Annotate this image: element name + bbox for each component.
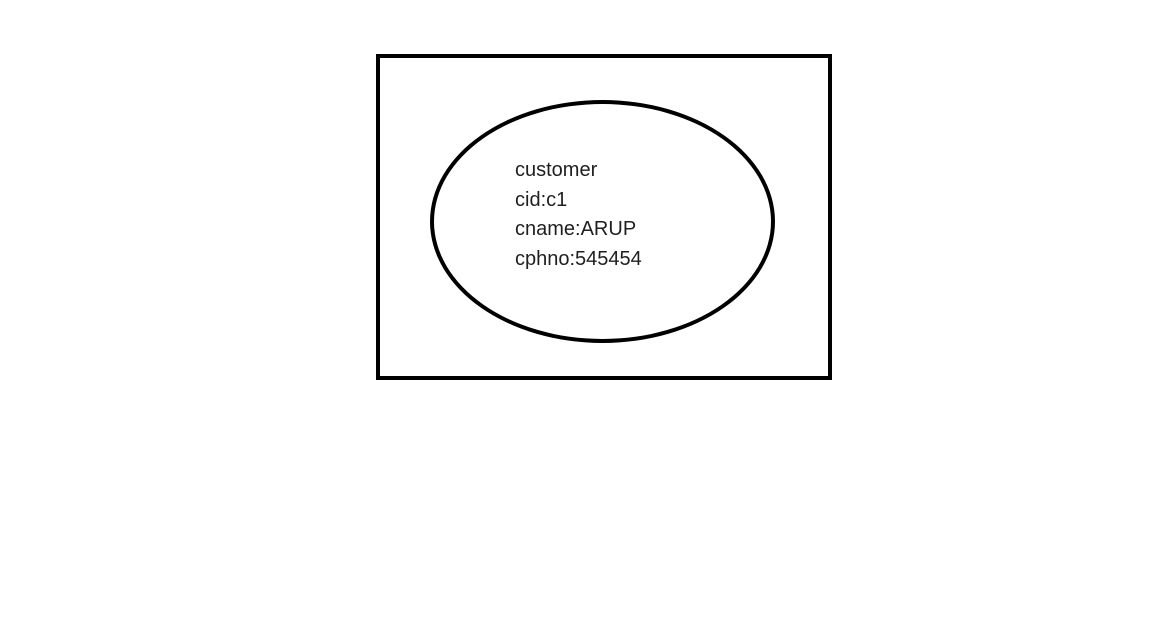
object-attribute-cid: cid:c1	[515, 188, 568, 211]
customer-object-label: customer cid:c1 cname:ARUP cphno:545454	[515, 156, 642, 274]
object-attribute-cname: cname:ARUP	[515, 218, 637, 240]
customer-ellipse	[430, 100, 775, 343]
outer-rectangle	[376, 54, 832, 380]
object-attribute-cphno: cphno:545454	[515, 247, 642, 270]
object-title: customer	[515, 159, 598, 181]
